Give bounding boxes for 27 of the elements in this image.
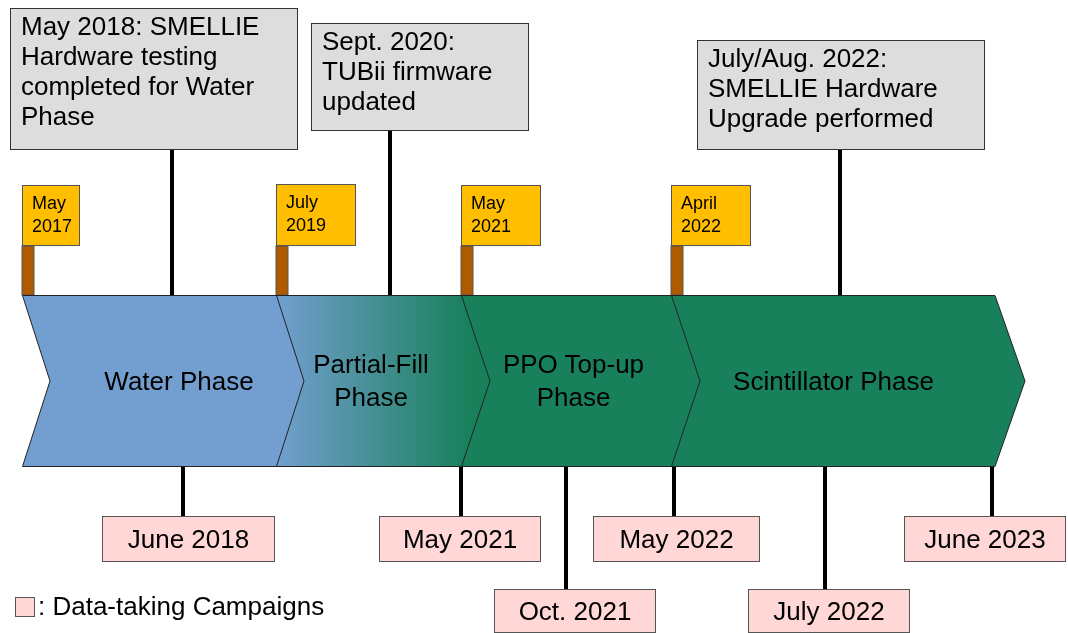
campaign-date-box: Oct. 2021	[494, 589, 656, 633]
event-note-box: Sept. 2020: TUBii firmware updated	[311, 23, 529, 131]
event-note-box: July/Aug. 2022: SMELLIE Hardware Upgrade performed	[697, 40, 985, 150]
phase-label: Partial-Fill Phase	[312, 348, 430, 414]
date-flag: April 2022	[671, 185, 751, 246]
connector-line	[388, 131, 392, 295]
campaign-date-box: June 2018	[102, 516, 275, 562]
date-flag: May 2021	[461, 185, 541, 246]
campaign-date-box: May 2021	[379, 516, 541, 562]
connector-line	[990, 467, 994, 516]
connector-line	[564, 467, 568, 589]
campaign-date-box: May 2022	[593, 516, 760, 562]
event-note-box: May 2018: SMELLIE Hardware testing completed for Water Phase	[10, 8, 298, 150]
phase-label: Water Phase	[104, 364, 254, 398]
legend-label: : Data-taking Campaigns	[38, 591, 325, 622]
phase-label: PPO Top-up Phase	[501, 348, 646, 414]
campaign-date-box: June 2023	[904, 516, 1066, 562]
connector-line	[459, 467, 463, 516]
connector-line	[823, 467, 827, 589]
connector-line	[170, 150, 174, 295]
connector-line	[672, 467, 676, 516]
date-flag: July 2019	[276, 184, 356, 246]
connector-line	[838, 150, 842, 295]
connector-line	[181, 467, 185, 516]
phase-label: Scintillator Phase	[733, 364, 934, 398]
campaign-date-box: July 2022	[748, 589, 910, 633]
date-flag: May 2017	[22, 185, 80, 246]
